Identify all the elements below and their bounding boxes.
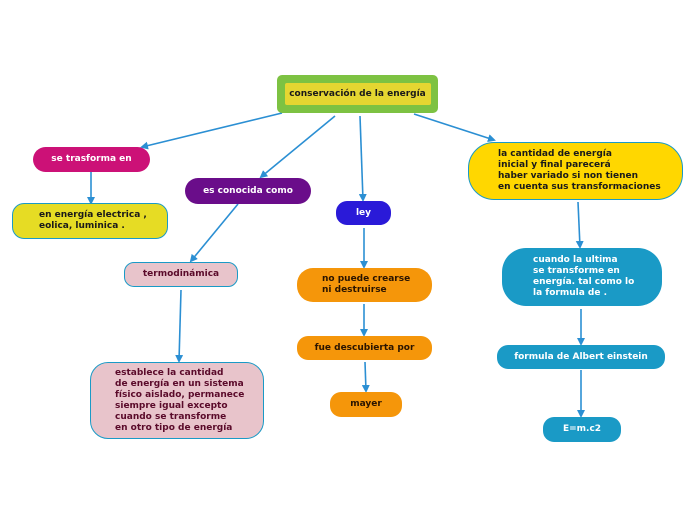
connector-cantidad-ultima	[575, 201, 584, 249]
node-es-conocida-como[interactable]: es conocida como	[185, 178, 311, 204]
node-establece[interactable]: establece la cantidad de energía en un s…	[90, 362, 264, 439]
node-es-conocida-como-label: es conocida como	[203, 185, 293, 196]
node-establece-label: establece la cantidad de energía en un s…	[115, 367, 245, 433]
connector-descubierta-mayer	[361, 361, 370, 393]
node-ley-label: ley	[355, 207, 372, 218]
node-emc2[interactable]: E=m.c2	[543, 417, 621, 442]
connector-root-cantidad	[413, 113, 496, 142]
node-mayer[interactable]: mayer	[330, 392, 402, 417]
node-cantidad-energia[interactable]: la cantidad de energía inicial y final p…	[468, 142, 683, 200]
node-fue-descubierta-por[interactable]: fue descubierta por	[297, 336, 432, 360]
connector-conocida-termo	[189, 203, 239, 263]
node-cuando-la-ultima[interactable]: cuando la ultima se transforme en energí…	[502, 248, 662, 306]
node-energia-electrica-label: en energía electrica , eolica, luminica …	[39, 210, 147, 231]
connector-root-es-conocida	[259, 115, 336, 179]
node-se-trasforma-en-label: se trasforma en	[51, 154, 132, 164]
node-formula-einstein[interactable]: formula de Albert einstein	[497, 345, 665, 369]
node-no-puede-crearse-label: no puede crearse ni destruirse	[322, 274, 411, 295]
root-node-label: conservación de la energía	[289, 88, 426, 99]
connector-root-se-trasforma	[140, 112, 283, 150]
node-energia-electrica[interactable]: en energía electrica , eolica, luminica …	[12, 203, 168, 239]
node-emc2-label: E=m.c2	[562, 424, 602, 434]
root-node-inner: conservación de la energía	[284, 83, 431, 105]
connector-root-ley	[358, 115, 367, 202]
node-termodinamica[interactable]: termodinámica	[124, 262, 238, 287]
node-no-puede-crearse[interactable]: no puede crearse ni destruirse	[297, 268, 432, 302]
node-termodinamica-label: termodinámica	[142, 269, 220, 279]
connector-termo-establece	[175, 289, 184, 363]
node-cantidad-energia-label: la cantidad de energía inicial y final p…	[498, 149, 661, 192]
node-ley[interactable]: ley	[336, 201, 391, 225]
node-cuando-la-ultima-label: cuando la ultima se transforme en energí…	[533, 255, 635, 298]
node-formula-einstein-label: formula de Albert einstein	[514, 351, 648, 362]
node-fue-descubierta-por-label: fue descubierta por	[314, 342, 415, 353]
root-node-outer[interactable]: conservación de la energía	[277, 75, 438, 113]
node-se-trasforma-en[interactable]: se trasforma en	[33, 147, 150, 172]
node-mayer-label: mayer	[350, 399, 382, 409]
